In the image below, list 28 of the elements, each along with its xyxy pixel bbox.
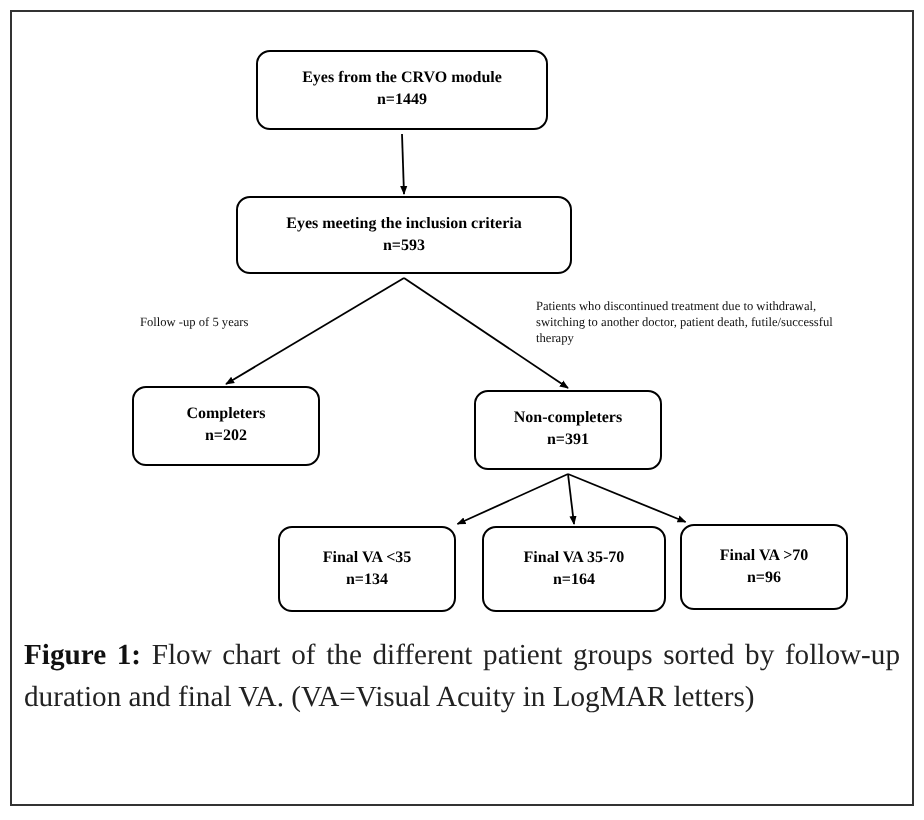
node-text: n=96 — [746, 567, 781, 589]
arrow — [403, 277, 569, 389]
process-box — [474, 390, 662, 470]
node-text: Eyes meeting the inclusion criteria — [286, 213, 522, 235]
node-text: n=593 — [382, 235, 425, 257]
process-box — [256, 50, 548, 130]
process-box — [278, 526, 456, 612]
node-text: Non-completers — [513, 408, 623, 430]
arrow — [400, 133, 408, 195]
node-text: Final VA <35 — [322, 547, 412, 569]
node-text: Final VA 35-70 — [523, 547, 625, 569]
arrow — [225, 277, 405, 385]
node-text: n=202 — [204, 426, 247, 448]
node-text: Eyes from the CRVO module — [302, 68, 502, 90]
process-box — [680, 524, 848, 610]
process-box — [236, 196, 572, 274]
node-text: Completers — [186, 404, 266, 426]
node-text: n=134 — [345, 569, 388, 591]
node-text: Final VA >70 — [719, 545, 809, 567]
process-box — [132, 386, 320, 466]
figure-caption: Figure 1: Flow chart of the different patient groups sorted by follow-up duration and final VA. (VA=Visual Acuity in LogMAR letters) — [24, 638, 900, 718]
node-text: n=391 — [546, 430, 589, 452]
node-text: n=164 — [552, 569, 595, 591]
arrow — [456, 473, 569, 525]
arrow — [567, 473, 687, 523]
process-box — [482, 526, 666, 612]
node-text: n=1449 — [376, 90, 427, 112]
arrow — [567, 473, 577, 525]
